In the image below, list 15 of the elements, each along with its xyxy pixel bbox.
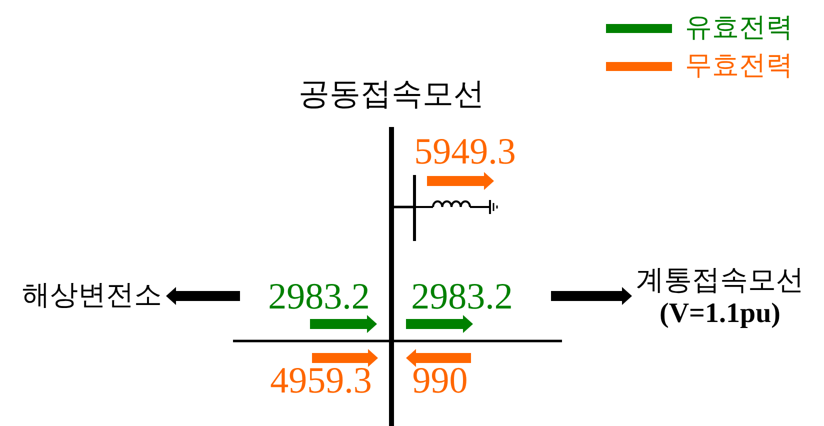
bus-label: 공동접속모선 <box>298 76 484 111</box>
legend-label: 유효전력 <box>685 13 793 43</box>
arrow <box>551 287 632 305</box>
value-label: 2983.2 <box>411 278 513 316</box>
bus-label: 계통접속모선 <box>636 264 804 298</box>
legend-label: 무효전력 <box>685 51 793 81</box>
value-label: 990 <box>412 362 468 400</box>
value-label: 4959.3 <box>270 362 372 400</box>
arrow <box>166 287 240 305</box>
connector-line <box>394 206 413 208</box>
value-label: 2983.2 <box>268 278 370 316</box>
voltage-label: (V=1.1pu) <box>658 298 782 330</box>
station-label: 해상변전소 <box>22 280 162 312</box>
reactor-symbol <box>413 175 499 241</box>
value-label: 5949.3 <box>414 134 516 170</box>
